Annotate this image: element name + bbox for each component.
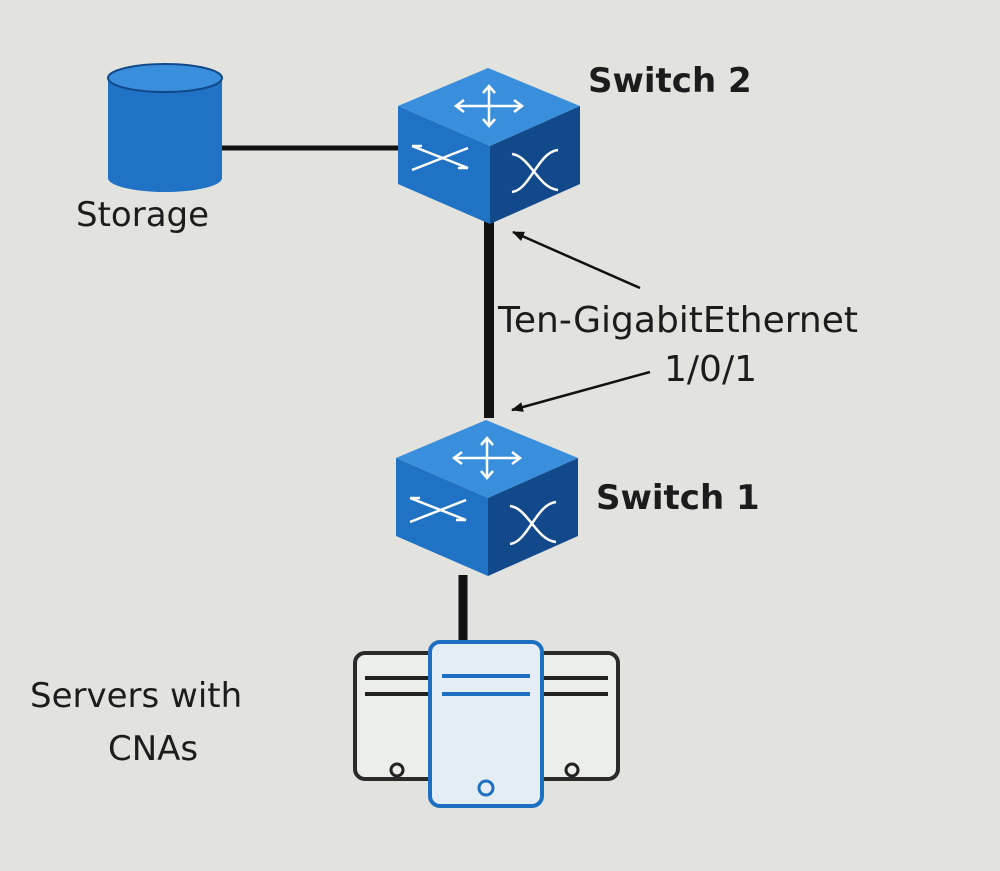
storage-cylinder-icon bbox=[107, 63, 223, 192]
switch-cube-icon bbox=[398, 68, 580, 224]
switch-cube-icon bbox=[396, 420, 578, 576]
port-label-line1: Ten-GigabitEthernet bbox=[498, 300, 858, 341]
switch2-label: Switch 2 bbox=[588, 61, 752, 101]
storage-label: Storage bbox=[76, 195, 210, 235]
port-label-line2: 1/0/1 bbox=[664, 349, 757, 390]
server-rack-icon bbox=[353, 640, 620, 808]
port-arrow-upper bbox=[512, 230, 641, 290]
switch1-label: Switch 1 bbox=[596, 478, 760, 518]
port-arrow-lower bbox=[511, 370, 651, 412]
servers-label-line2: CNAs bbox=[108, 729, 199, 769]
servers-label-line1: Servers with bbox=[30, 676, 243, 716]
